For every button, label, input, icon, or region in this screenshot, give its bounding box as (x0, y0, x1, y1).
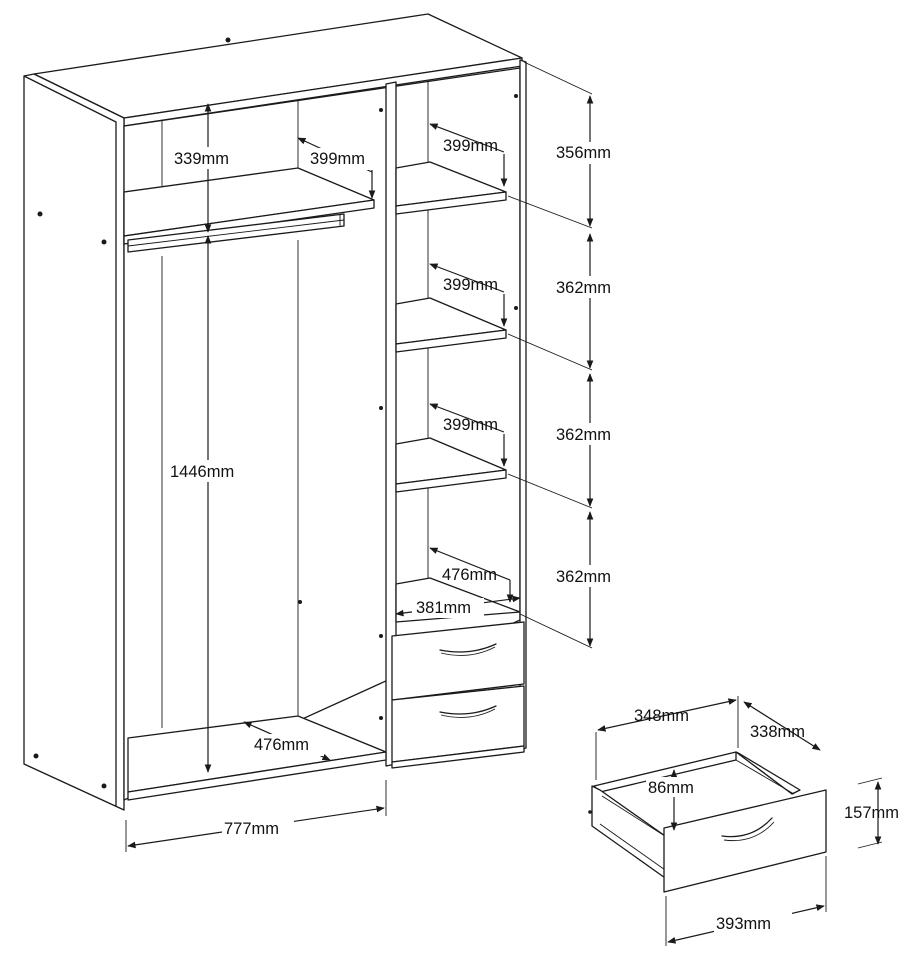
label-comp2-height: 362mm (556, 279, 611, 297)
label-drawer-height: 157mm (844, 804, 899, 822)
top-fitting (225, 37, 231, 43)
label-comp1-height: 356mm (556, 144, 611, 162)
right-side-panel (519, 59, 527, 751)
hanging-rail (127, 213, 345, 253)
left-side-panel (23, 73, 125, 811)
label-hanging-height: 1446mm (170, 463, 234, 481)
label-bottom-shelf-depth: 476mm (442, 566, 497, 584)
label-shelf3-depth: 399mm (443, 416, 498, 434)
label-comp3-height: 362mm (556, 426, 611, 444)
wardrobe-body (23, 13, 527, 811)
label-drawer-inner-height: 86mm (648, 779, 694, 797)
label-total-width: 777mm (224, 820, 279, 838)
label-shelf2-depth: 399mm (443, 276, 498, 294)
label-top-shelf-width: 399mm (310, 150, 365, 168)
drawer-right-side (735, 751, 801, 795)
label-shelf-width: 381mm (416, 599, 471, 617)
shelf-3 (395, 437, 507, 493)
drawer-left-side (591, 785, 669, 881)
drawer-front (663, 789, 827, 893)
label-rail-height: 339mm (174, 150, 229, 168)
plinth (391, 745, 525, 769)
dimension-labels: 339mm 399mm 1446mm 476mm 777mm 399mm 399… (168, 137, 899, 934)
label-shelf1-depth: 399mm (443, 137, 498, 155)
drawer-detail (588, 751, 827, 893)
label-hanging-depth: 476mm (254, 736, 309, 754)
label-drawer-depth: 338mm (750, 723, 805, 741)
drawer-upper (391, 621, 525, 701)
label-drawer-front-width: 393mm (716, 915, 771, 933)
label-drawer-width: 348mm (634, 707, 689, 725)
shelf-1 (395, 161, 507, 215)
label-comp4-height: 362mm (556, 568, 611, 586)
shelf-2 (395, 297, 507, 353)
